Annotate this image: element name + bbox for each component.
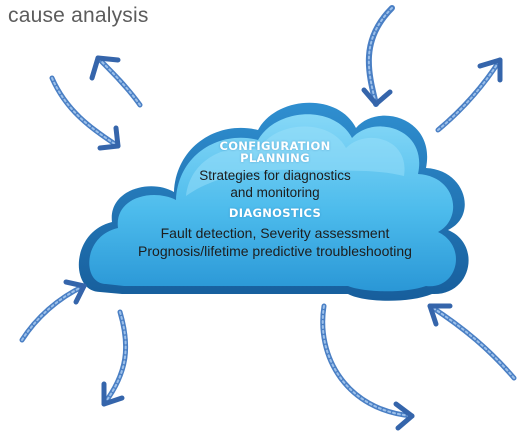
diagnostics-section: DIAGNOSTICS Fault detection, Severity as… xyxy=(115,207,435,260)
arrow-top-left-up xyxy=(89,55,143,108)
configuration-heading-line-1: CONFIGURATION xyxy=(219,139,331,153)
arrow-top-center-down xyxy=(361,5,395,107)
arrow-bottom-center-right xyxy=(320,303,415,431)
arrow-top-right-up xyxy=(435,57,503,133)
configuration-planning-section: CONFIGURATION PLANNING Strategies for di… xyxy=(115,140,435,201)
configuration-heading-line-2: PLANNING xyxy=(240,151,310,165)
configuration-body-line-2: and monitoring xyxy=(230,185,320,200)
arrow-group xyxy=(19,5,517,431)
diagnostics-heading: DIAGNOSTICS xyxy=(228,206,322,220)
cloud-highlight xyxy=(186,126,405,196)
arrow-bottom-left-down xyxy=(101,309,129,407)
configuration-body-line-1: Strategies for diagnostics xyxy=(199,168,351,183)
cloud-body xyxy=(89,114,456,292)
diagnostics-body-line-2: Prognosis/lifetime predictive troublesho… xyxy=(138,243,412,259)
arrow-right-in xyxy=(427,303,517,381)
diagnostics-body-line-1: Fault detection, Severity assessment xyxy=(160,225,390,241)
cloud-text-block: CONFIGURATION PLANNING Strategies for di… xyxy=(115,140,435,260)
arrow-left-up xyxy=(19,279,87,343)
arrow-left-down xyxy=(49,75,121,151)
fragment-caption: cause analysis xyxy=(8,4,149,27)
